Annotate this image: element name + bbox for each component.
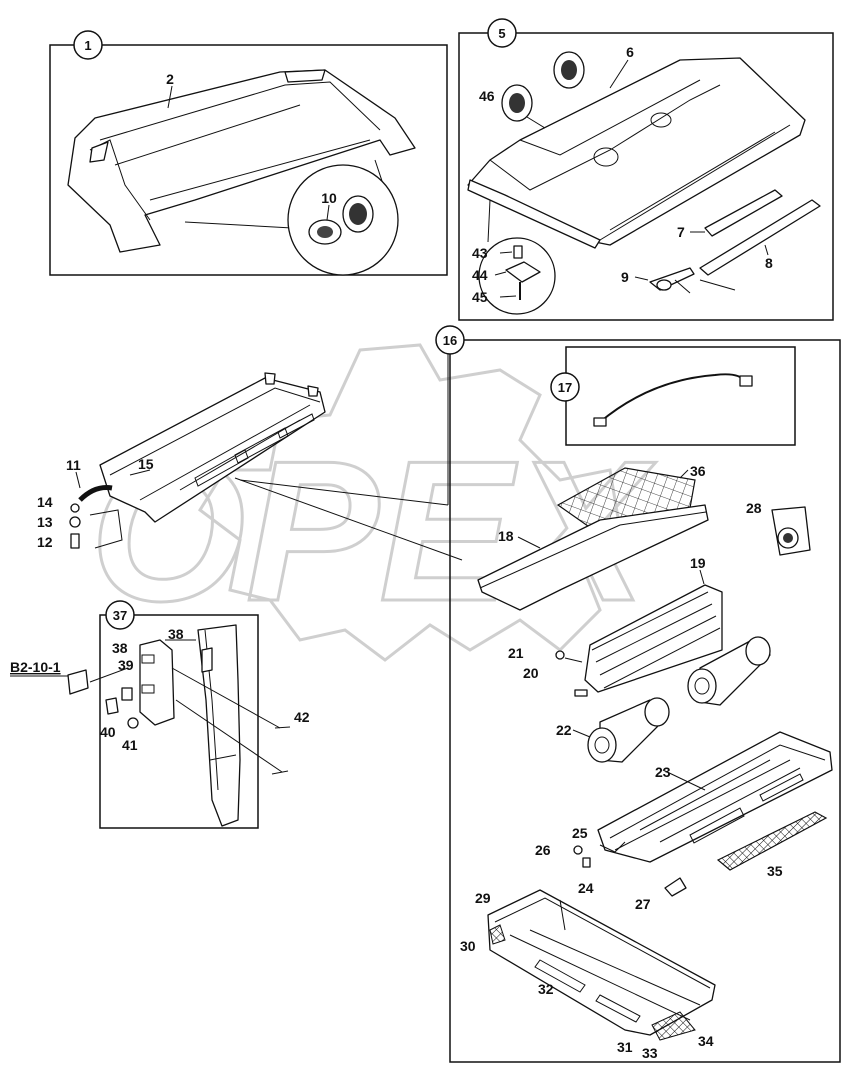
label-26: 26 bbox=[535, 842, 551, 858]
label-12: 12 bbox=[37, 534, 53, 550]
label-45: 45 bbox=[472, 289, 488, 305]
label-7: 7 bbox=[677, 224, 685, 240]
callout-37-circle bbox=[105, 600, 135, 630]
label-11: 11 bbox=[66, 457, 81, 473]
label-8: 8 bbox=[765, 255, 773, 271]
label-35: 35 bbox=[767, 863, 783, 879]
switch-panel bbox=[139, 639, 175, 726]
label-25: 25 bbox=[572, 825, 588, 841]
plate-44 bbox=[505, 261, 541, 283]
label-21: 21 bbox=[508, 645, 524, 661]
label-34: 34 bbox=[698, 1033, 714, 1049]
housing-23 bbox=[597, 731, 833, 863]
label-30: 30 bbox=[460, 938, 476, 954]
panel-37: 37 38 38 39 40 41 42 B2-10-1 bbox=[10, 600, 310, 829]
bar-part-7 bbox=[704, 189, 783, 237]
label-38b: 38 bbox=[168, 626, 184, 642]
label-27: 27 bbox=[635, 896, 651, 912]
label-33: 33 bbox=[642, 1045, 658, 1061]
blower-22-right bbox=[687, 636, 771, 706]
label-39: 39 bbox=[118, 657, 134, 673]
callout-5-circle bbox=[487, 18, 517, 48]
label-22: 22 bbox=[556, 722, 572, 738]
blower-22-left bbox=[587, 697, 670, 763]
fastener-43 bbox=[513, 245, 523, 259]
label-43: 43 bbox=[472, 245, 488, 261]
washer-14 bbox=[70, 503, 80, 513]
pillar-trim bbox=[197, 624, 241, 827]
callout-1: 1 bbox=[84, 38, 91, 53]
clip-27 bbox=[664, 877, 687, 897]
label-24: 24 bbox=[578, 880, 594, 896]
label-6: 6 bbox=[626, 44, 634, 60]
washer-13 bbox=[69, 516, 81, 528]
clip-21 bbox=[555, 650, 565, 660]
switch-40 bbox=[105, 697, 119, 715]
mesh-strip-part-8 bbox=[699, 199, 821, 276]
bracket-part-9 bbox=[649, 267, 695, 291]
callout-37: 37 bbox=[113, 608, 127, 623]
panel-37-frame bbox=[99, 614, 259, 829]
label-20: 20 bbox=[523, 665, 539, 681]
panel-1: 1 2 10 bbox=[49, 30, 448, 276]
callout-1-circle bbox=[73, 30, 103, 60]
label-14: 14 bbox=[37, 494, 53, 510]
label-44: 44 bbox=[472, 267, 488, 283]
label-10: 10 bbox=[321, 190, 337, 206]
label-9: 9 bbox=[621, 269, 629, 285]
panel-16-frame bbox=[449, 339, 841, 1063]
label-2: 2 bbox=[166, 71, 174, 87]
panel-16: 16 17 36 18 28 19 21 20 bbox=[435, 325, 841, 1063]
switch-39 bbox=[121, 687, 133, 701]
reference-b2-10-1: B2-10-1 bbox=[10, 659, 61, 675]
headliner-clip bbox=[284, 69, 326, 83]
panel-5-frame bbox=[458, 32, 834, 321]
label-42: 42 bbox=[294, 709, 310, 725]
label-41: 41 bbox=[122, 737, 138, 753]
bolt-12 bbox=[70, 533, 80, 549]
nut-26 bbox=[573, 845, 583, 855]
label-15: 15 bbox=[138, 456, 154, 472]
label-46: 46 bbox=[479, 88, 495, 104]
cover-part-18 bbox=[477, 504, 709, 611]
wire-harness bbox=[599, 373, 746, 423]
label-23: 23 bbox=[655, 764, 671, 780]
headliner-tab bbox=[89, 141, 109, 163]
label-38a: 38 bbox=[112, 640, 128, 656]
label-18: 18 bbox=[498, 528, 514, 544]
label-28: 28 bbox=[746, 500, 762, 516]
callout-16: 16 bbox=[443, 333, 457, 348]
label-19: 19 bbox=[690, 555, 706, 571]
detail-circle-vents bbox=[287, 164, 399, 276]
callout-5: 5 bbox=[498, 26, 505, 41]
panel-5: 5 6 46 7 8 9 bbox=[458, 18, 834, 321]
label-36: 36 bbox=[690, 463, 706, 479]
mesh-strip-35 bbox=[716, 811, 828, 871]
callout-16-circle bbox=[435, 325, 465, 355]
callout-17: 17 bbox=[558, 380, 572, 395]
left-duct-assembly: 15 11 14 13 12 bbox=[37, 350, 463, 561]
nut-41 bbox=[127, 717, 139, 729]
screw-24 bbox=[582, 857, 591, 868]
label-31: 31 bbox=[617, 1039, 633, 1055]
label-29: 29 bbox=[475, 890, 491, 906]
ref-part bbox=[67, 669, 89, 695]
label-32: 32 bbox=[538, 981, 554, 997]
label-40: 40 bbox=[100, 724, 116, 740]
callout-17-circle bbox=[550, 372, 580, 402]
panel-1-frame bbox=[49, 44, 448, 276]
label-13: 13 bbox=[37, 514, 53, 530]
